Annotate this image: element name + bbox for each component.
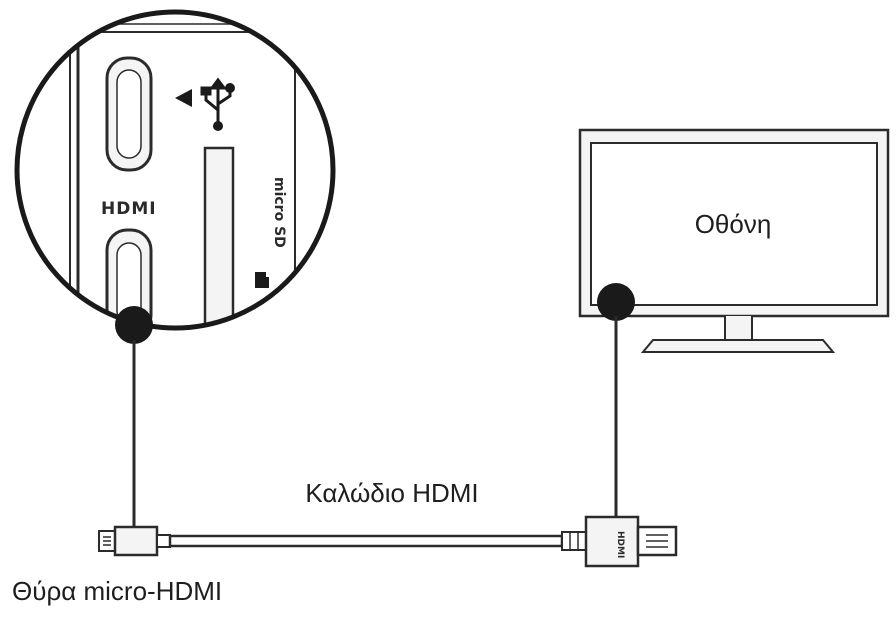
micro-sd-label: micro SD — [271, 177, 287, 248]
cable-label: Καλώδιο HDMI — [305, 478, 478, 508]
micro-hdmi-plug — [98, 525, 171, 557]
micro-sd-slot — [203, 146, 235, 328]
sd-card-icon — [255, 272, 271, 288]
hdmi-plug: HDMI — [561, 515, 678, 568]
device-zoom-view: HDMI micro SD — [14, 9, 336, 331]
usb-icon — [200, 77, 235, 131]
monitor-connection-dot — [597, 283, 635, 321]
arrow-left-icon — [175, 89, 192, 107]
hdmi-plug-text: HDMI — [615, 531, 625, 558]
monitor: Οθόνη — [578, 128, 890, 353]
port-label: Θύρα micro-HDMI — [12, 576, 222, 606]
hdmi-port-label: HDMI — [101, 199, 157, 219]
micro-hdmi-connection-dot — [115, 306, 153, 344]
hdmi-cable: HDMI — [98, 515, 678, 568]
monitor-label: Οθόνη — [695, 209, 772, 239]
